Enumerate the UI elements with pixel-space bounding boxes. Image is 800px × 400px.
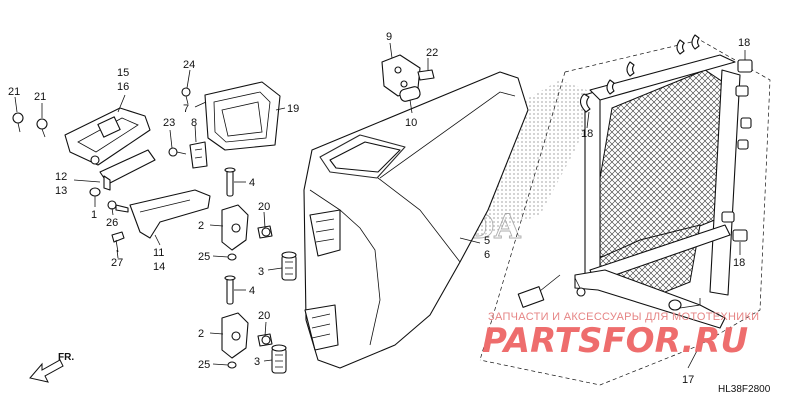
- callout-25-upper: 25: [198, 251, 210, 263]
- nut-25-lower: [227, 361, 237, 369]
- rubber-stopper-10: [399, 86, 421, 102]
- watermark: ЗАПЧАСТИ И АКСЕССУАРЫ ДЛЯ МОТОТЕХНИКИ PA…: [482, 311, 759, 361]
- bolt-20-upper: [257, 225, 273, 239]
- callout-26: 26: [106, 217, 118, 229]
- front-direction-arrow: FR.: [29, 352, 74, 383]
- callout-19: 19: [287, 103, 299, 115]
- bolt-22: [417, 69, 435, 81]
- callout-14: 14: [153, 261, 165, 273]
- callout-7: 7: [183, 103, 189, 115]
- callout-12: 12: [55, 171, 67, 183]
- net-clip: [740, 117, 752, 129]
- callout-24: 24: [183, 59, 195, 71]
- door-panel: [303, 71, 529, 369]
- leader-lines: [14, 42, 746, 369]
- latch-handle: [99, 149, 156, 191]
- bolt-24: [181, 87, 191, 105]
- pin-4-lower: [224, 275, 236, 305]
- callout-16: 16: [117, 81, 129, 93]
- bolt-27: [111, 231, 125, 253]
- callout-6: 6: [484, 249, 490, 261]
- callout-27: 27: [111, 257, 123, 269]
- net-clip: [735, 85, 749, 97]
- watermark-subtitle: ЗАПЧАСТИ И АКСЕССУАРЫ ДЛЯ МОТОТЕХНИКИ: [488, 311, 759, 323]
- callout-18-top: 18: [738, 37, 750, 49]
- nut-25-upper: [227, 253, 237, 261]
- hinge-upper: [221, 204, 249, 251]
- bolt-23: [168, 147, 187, 157]
- bushing-3-upper: [281, 251, 297, 281]
- hinge-lower: [221, 312, 249, 359]
- clip-8: [189, 141, 208, 169]
- callout-3-lower: 3: [254, 356, 260, 368]
- callout-23: 23: [163, 117, 175, 129]
- bolt-20-lower: [257, 333, 273, 347]
- bolt-26: [107, 200, 129, 213]
- callout-4-upper: 4: [249, 177, 255, 189]
- callout-20-upper: 20: [258, 201, 270, 213]
- screw-21a: [12, 112, 24, 133]
- callout-3-upper: 3: [258, 266, 264, 278]
- diagram-code: HL38F2800: [718, 384, 771, 395]
- screw-21b: [36, 118, 48, 138]
- callout-18-right: 18: [733, 257, 745, 269]
- callout-9: 9: [386, 31, 392, 43]
- callout-15: 15: [117, 67, 129, 79]
- cargo-net-assembly: [479, 34, 771, 386]
- bracket-11-14: [129, 189, 211, 239]
- striker-cover: [204, 81, 281, 151]
- callout-13: 13: [55, 185, 67, 197]
- net-clip: [737, 139, 749, 150]
- bushing-3-lower: [271, 344, 287, 374]
- callout-21-right: 21: [34, 91, 46, 103]
- callout-11: 11: [153, 247, 164, 259]
- callout-2-upper: 2: [198, 220, 204, 232]
- callout-2-lower: 2: [198, 328, 204, 340]
- washer-1: [89, 187, 101, 197]
- callout-8: 8: [191, 117, 197, 129]
- callout-22: 22: [426, 47, 438, 59]
- callout-10: 10: [405, 117, 417, 129]
- callout-4-lower: 4: [249, 285, 255, 297]
- callout-1: 1: [91, 209, 97, 221]
- net-clip: [732, 229, 748, 242]
- callout-17: 17: [682, 374, 694, 386]
- net-clip: [721, 211, 735, 223]
- pin-4-upper: [224, 167, 236, 197]
- callout-labels: 1 2 2 3 3 4 4 5 6 7 8 9 10 11 12 13 14 1…: [8, 31, 750, 386]
- watermark-brand: PARTSFOR.RU: [482, 321, 748, 361]
- callout-21-left: 21: [8, 86, 20, 98]
- callout-18-left: 18: [581, 128, 593, 140]
- callout-5: 5: [484, 235, 490, 247]
- callout-25-lower: 25: [198, 359, 210, 371]
- net-clip: [737, 59, 753, 73]
- callout-20-lower: 20: [258, 310, 270, 322]
- front-direction-label: FR.: [58, 352, 74, 363]
